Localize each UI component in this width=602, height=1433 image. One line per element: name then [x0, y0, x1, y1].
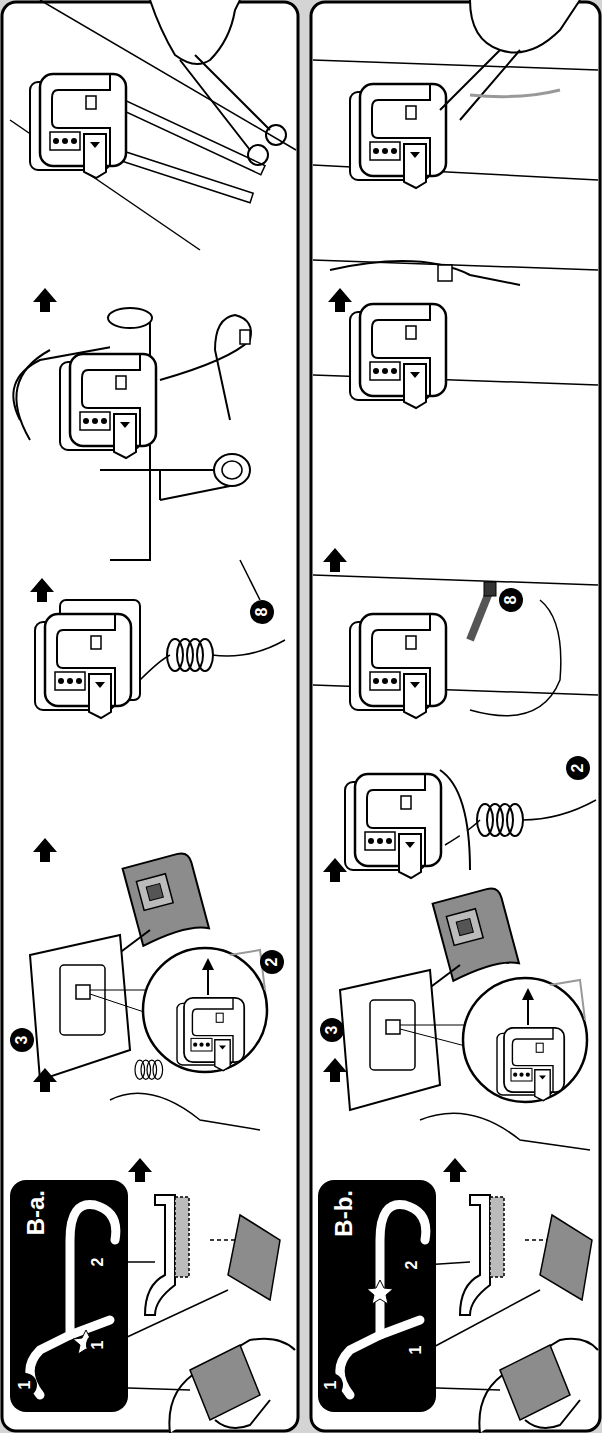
callout-text: 2 [566, 764, 590, 773]
callout-text: 3 [10, 1036, 34, 1045]
callout-number: 1 [86, 1333, 110, 1357]
panel-tag: B-a. [22, 1190, 50, 1235]
callout-number: 2 [566, 756, 590, 780]
callout-number: 3 [320, 1018, 344, 1042]
callout-number: 8 [250, 600, 274, 624]
callout-text: 1 [404, 1346, 428, 1355]
callout-number: 2 [260, 950, 284, 974]
callout-number: 1 [319, 1373, 343, 1397]
callout-number: 3 [10, 1028, 34, 1052]
callout-text: 8 [499, 596, 523, 605]
panel-tag: B-b. [330, 1190, 358, 1237]
callout-text: 3 [320, 1026, 344, 1035]
callout-number: 8 [499, 588, 523, 612]
callout-number: 1 [404, 1338, 428, 1362]
callout-number: 1 [13, 1373, 37, 1397]
callout-number: 2 [86, 1250, 110, 1274]
callout-text: 8 [250, 608, 274, 617]
callout-text: 1 [319, 1381, 343, 1390]
callout-text: 1 [13, 1381, 37, 1390]
callout-text: 2 [400, 1261, 424, 1270]
callout-text: 2 [260, 958, 284, 967]
callout-text: 1 [86, 1341, 110, 1350]
callout-number: 2 [400, 1253, 424, 1277]
callout-text: 2 [86, 1258, 110, 1267]
